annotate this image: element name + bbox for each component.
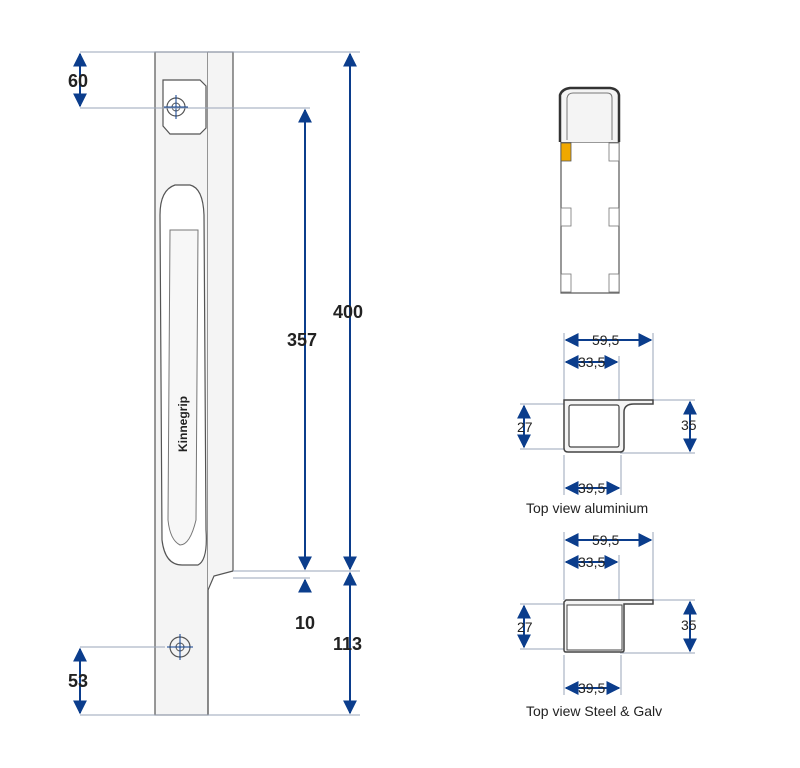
top-view-steel xyxy=(517,532,697,695)
top-view-aluminium xyxy=(517,333,697,495)
dim-top-label: 60 xyxy=(68,71,88,91)
steel-caption: Top view Steel & Galv xyxy=(526,703,662,719)
steel-dim-body-width: 39,5 xyxy=(578,680,605,696)
dim-total-label: 400 xyxy=(333,302,363,322)
steel-dim-depth-left: 27 xyxy=(517,619,533,635)
steel-dim-depth-right: 35 xyxy=(681,617,697,633)
alu-dim-depth-right: 35 xyxy=(681,417,697,433)
dim-hole-spacing-label: 357 xyxy=(287,330,317,350)
top-hole-icon xyxy=(164,95,188,119)
alu-dim-body-width: 39,5 xyxy=(578,480,605,496)
accent-marker xyxy=(560,142,572,162)
bottom-hole-icon xyxy=(167,634,193,660)
steel-dim-outer-width: 59,5 xyxy=(592,532,619,548)
alu-caption: Top view aluminium xyxy=(526,500,648,516)
extension-lines xyxy=(80,51,360,716)
dim-bottom-hole-label: 53 xyxy=(68,671,88,691)
dimension-arrows xyxy=(73,52,357,715)
brand-label: Kinnegrip xyxy=(176,396,190,452)
steel-dim-inner-width: 33,5 xyxy=(578,554,605,570)
front-view: Kinnegrip xyxy=(154,51,234,716)
dim-gap-label: 10 xyxy=(295,613,315,633)
side-view xyxy=(558,86,621,294)
handle-rail xyxy=(207,51,234,715)
alu-dim-outer-width: 59,5 xyxy=(592,332,619,348)
dim-bottom-offset-label: 113 xyxy=(333,634,362,654)
alu-dim-inner-width: 33,5 xyxy=(578,354,605,370)
grip-handle-inner xyxy=(167,229,199,546)
alu-dim-depth-left: 27 xyxy=(517,419,533,435)
